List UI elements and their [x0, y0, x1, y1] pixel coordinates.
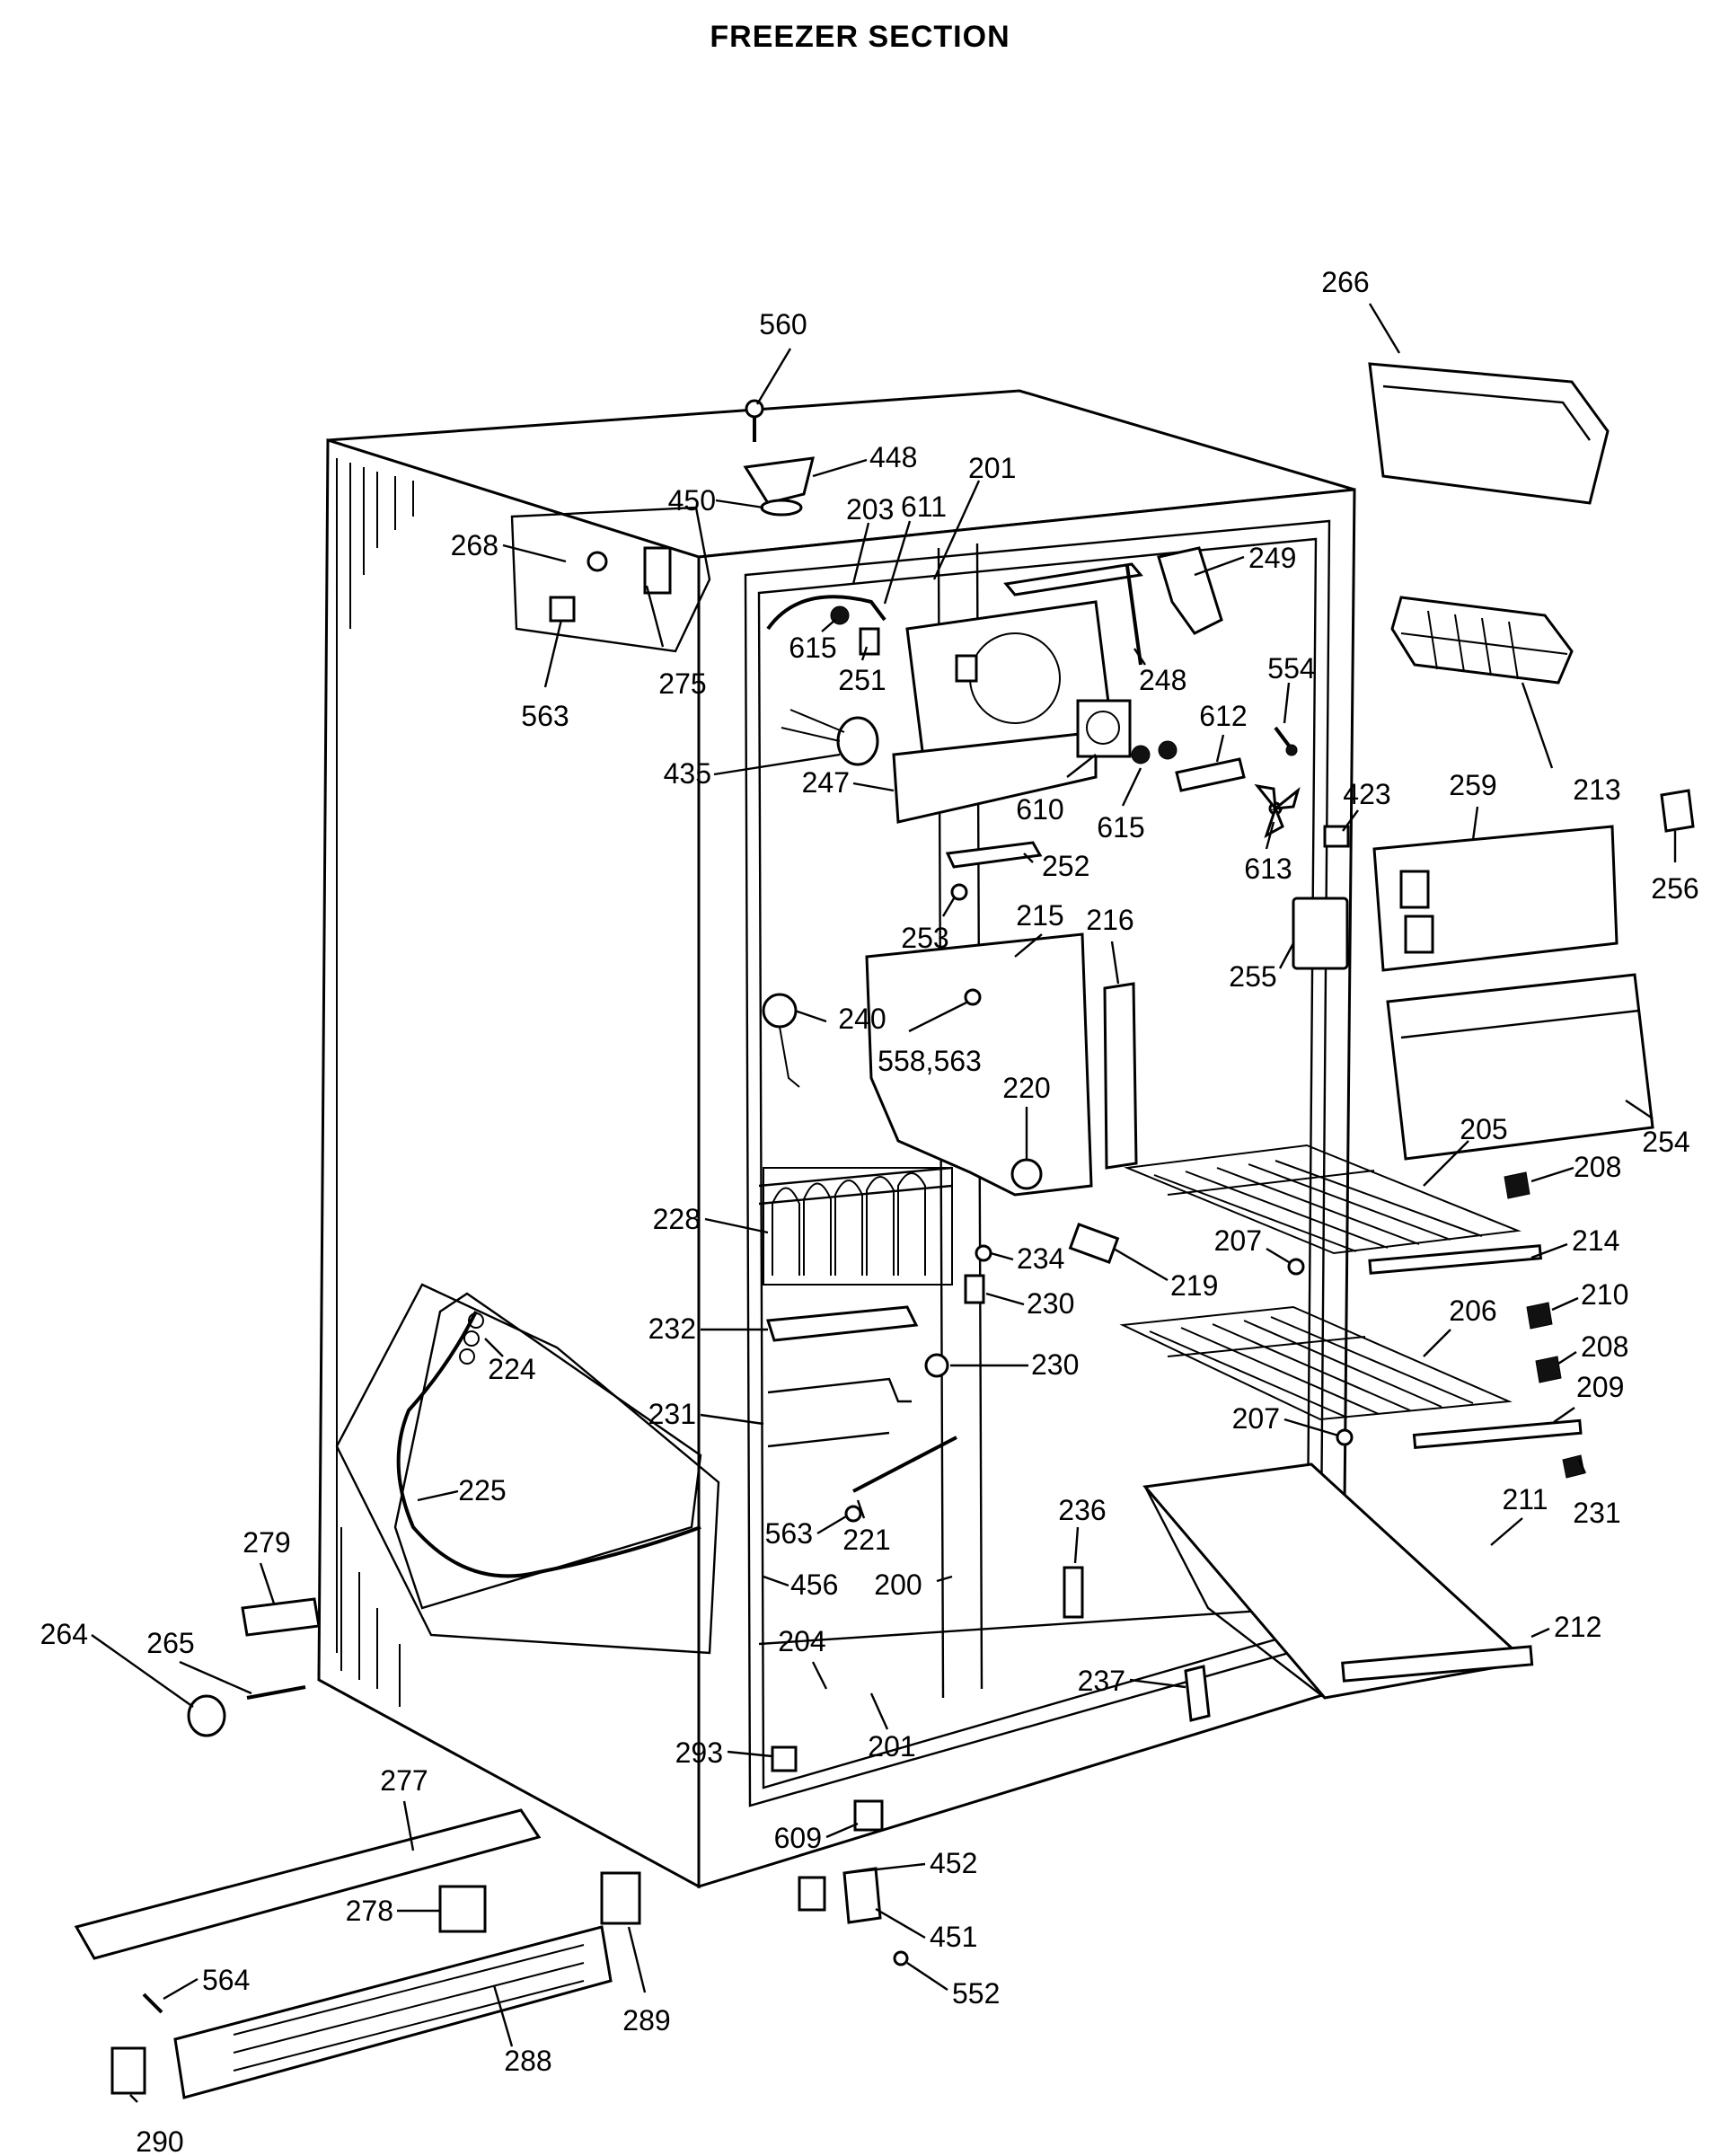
callout-564: 564: [202, 1964, 250, 1996]
callout-240: 240: [838, 1003, 886, 1035]
callout-205: 205: [1460, 1113, 1507, 1145]
callout-563: 563: [521, 700, 569, 732]
callout-208: 208: [1574, 1151, 1621, 1183]
callout-560: 560: [759, 308, 807, 340]
callout-207: 207: [1214, 1224, 1262, 1257]
callout-232: 232: [648, 1312, 696, 1345]
callout-609: 609: [774, 1822, 822, 1854]
callout-611: 611: [901, 490, 947, 523]
callout-435: 435: [664, 757, 711, 790]
callout-613: 613: [1244, 853, 1292, 885]
part-shapes: [74, 362, 1695, 2099]
callout-labels: 560 448 450 201 203 611 268 249 266 615 …: [40, 266, 1699, 2156]
callout-288: 288: [504, 2045, 551, 2077]
callout-256: 256: [1651, 872, 1698, 905]
callout-207: 207: [1232, 1402, 1280, 1435]
callout-203: 203: [846, 493, 894, 526]
callout-452: 452: [930, 1847, 977, 1879]
callout-255: 255: [1229, 960, 1276, 993]
callout-279: 279: [243, 1526, 290, 1559]
callout-230: 230: [1027, 1287, 1074, 1320]
callout-615: 615: [789, 632, 836, 664]
callout-253: 253: [901, 922, 948, 954]
page-title: FREEZER SECTION: [710, 20, 1010, 54]
callout-231: 231: [1573, 1497, 1620, 1529]
callout-268: 268: [451, 529, 498, 561]
callout-252: 252: [1042, 850, 1089, 882]
callout-210: 210: [1581, 1278, 1628, 1311]
callout-552: 552: [952, 1977, 1000, 2010]
callout-204: 204: [778, 1625, 825, 1657]
evaporator-coil: [763, 1167, 953, 1286]
callout-214: 214: [1572, 1224, 1619, 1257]
callout-277: 277: [380, 1764, 428, 1797]
callout-558-563: 558,563: [878, 1045, 982, 1077]
callout-220: 220: [1002, 1072, 1050, 1104]
callout-423: 423: [1343, 778, 1390, 810]
callout-251: 251: [838, 664, 886, 696]
callout-231: 231: [648, 1398, 696, 1430]
callout-254: 254: [1642, 1126, 1689, 1158]
callout-201: 201: [968, 452, 1016, 484]
callout-265: 265: [146, 1627, 194, 1659]
callout-448: 448: [869, 441, 917, 473]
callout-247: 247: [802, 766, 850, 799]
callout-563: 563: [765, 1517, 813, 1550]
callout-219: 219: [1170, 1269, 1218, 1302]
callout-615: 615: [1097, 811, 1144, 844]
callout-216: 216: [1086, 904, 1133, 936]
callout-201: 201: [868, 1730, 915, 1763]
callout-554: 554: [1267, 652, 1315, 685]
callout-200: 200: [874, 1568, 922, 1601]
callout-237: 237: [1078, 1665, 1125, 1697]
callout-234: 234: [1017, 1242, 1064, 1275]
callout-206: 206: [1449, 1294, 1496, 1327]
callout-456: 456: [790, 1568, 838, 1601]
callout-221: 221: [842, 1524, 890, 1556]
callout-266: 266: [1321, 266, 1369, 298]
callout-259: 259: [1449, 769, 1496, 801]
callout-278: 278: [346, 1895, 393, 1927]
callout-289: 289: [622, 2004, 670, 2037]
callout-236: 236: [1058, 1494, 1106, 1526]
callout-213: 213: [1573, 773, 1620, 806]
callout-290: 290: [136, 2125, 183, 2156]
callout-211: 211: [1502, 1483, 1548, 1515]
callout-209: 209: [1576, 1371, 1624, 1403]
callout-224: 224: [488, 1353, 535, 1385]
callout-248: 248: [1139, 664, 1186, 696]
callout-450: 450: [668, 484, 716, 517]
callout-610: 610: [1016, 793, 1063, 826]
callout-228: 228: [653, 1203, 701, 1235]
callout-451: 451: [930, 1921, 977, 1953]
callout-215: 215: [1016, 899, 1063, 932]
callout-275: 275: [658, 667, 706, 700]
callout-264: 264: [40, 1618, 88, 1650]
callout-208: 208: [1581, 1330, 1628, 1363]
callout-212: 212: [1554, 1611, 1601, 1643]
leader-lines: [91, 303, 1677, 2103]
callout-612: 612: [1199, 700, 1247, 732]
callout-293: 293: [675, 1736, 723, 1769]
callout-230: 230: [1031, 1348, 1079, 1381]
callout-249: 249: [1248, 542, 1296, 574]
callout-225: 225: [458, 1474, 506, 1507]
